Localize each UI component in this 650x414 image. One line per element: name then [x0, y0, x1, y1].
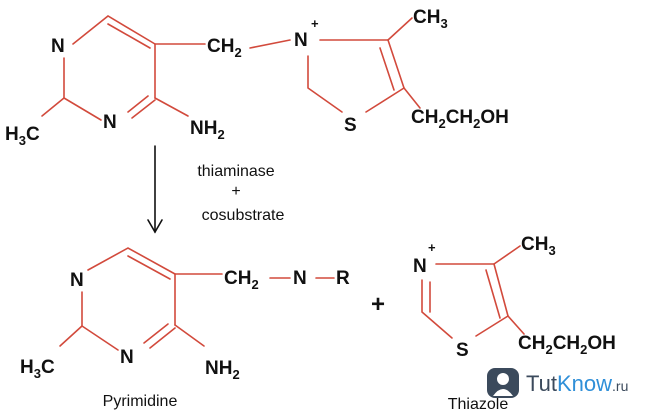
methyl-group: H3C: [20, 357, 55, 381]
tutknow-watermark: TutKnow.ru: [487, 368, 628, 398]
positive-charge: +: [311, 16, 319, 31]
methylene-bridge: CH2: [207, 36, 242, 60]
positive-charge: +: [428, 240, 436, 255]
methylene-bridge: CH2: [224, 268, 259, 292]
thiazole-product: N + S CH3 CH2CH2OH: [413, 234, 616, 361]
enzyme-label: thiaminase: [197, 163, 274, 180]
atom-n3: N: [103, 112, 117, 133]
atom-n1: N: [51, 36, 65, 57]
thiazolium-n: N: [294, 30, 308, 51]
hydroxyethyl-group: CH2CH2OH: [411, 107, 509, 131]
atom-n1: N: [70, 270, 84, 291]
methyl-group: CH3: [413, 7, 448, 31]
hydroxyethyl-group: CH2CH2OH: [518, 333, 616, 357]
thiazole-s: S: [456, 340, 469, 361]
thiazole-label: Thiazole: [448, 396, 509, 413]
pyrimidine-product: N N H3C NH2 CH2 N R: [20, 247, 350, 382]
product-plus-sign: +: [371, 291, 385, 318]
thiazole-s: S: [344, 115, 357, 136]
thiamine-molecule: N N H3C NH2 CH2 N + S CH3 CH2CH2OH: [5, 7, 509, 148]
atom-n3: N: [120, 347, 134, 368]
thiazole-n: N: [413, 256, 427, 277]
tutknow-logo-icon: [487, 368, 519, 398]
amino-group: NH2: [190, 118, 225, 142]
pyrimidine-label: Pyrimidine: [103, 393, 178, 410]
reaction-arrow: [147, 145, 163, 234]
methyl-group: H3C: [5, 124, 40, 148]
cosubstrate-label: cosubstrate: [202, 207, 285, 224]
tutknow-brand: TutKnow.ru: [526, 371, 628, 396]
plus-label: +: [231, 183, 240, 200]
amino-group: NH2: [205, 358, 240, 382]
amine-n: N: [293, 268, 307, 289]
r-group: R: [336, 268, 350, 289]
methyl-group: CH3: [521, 234, 556, 258]
